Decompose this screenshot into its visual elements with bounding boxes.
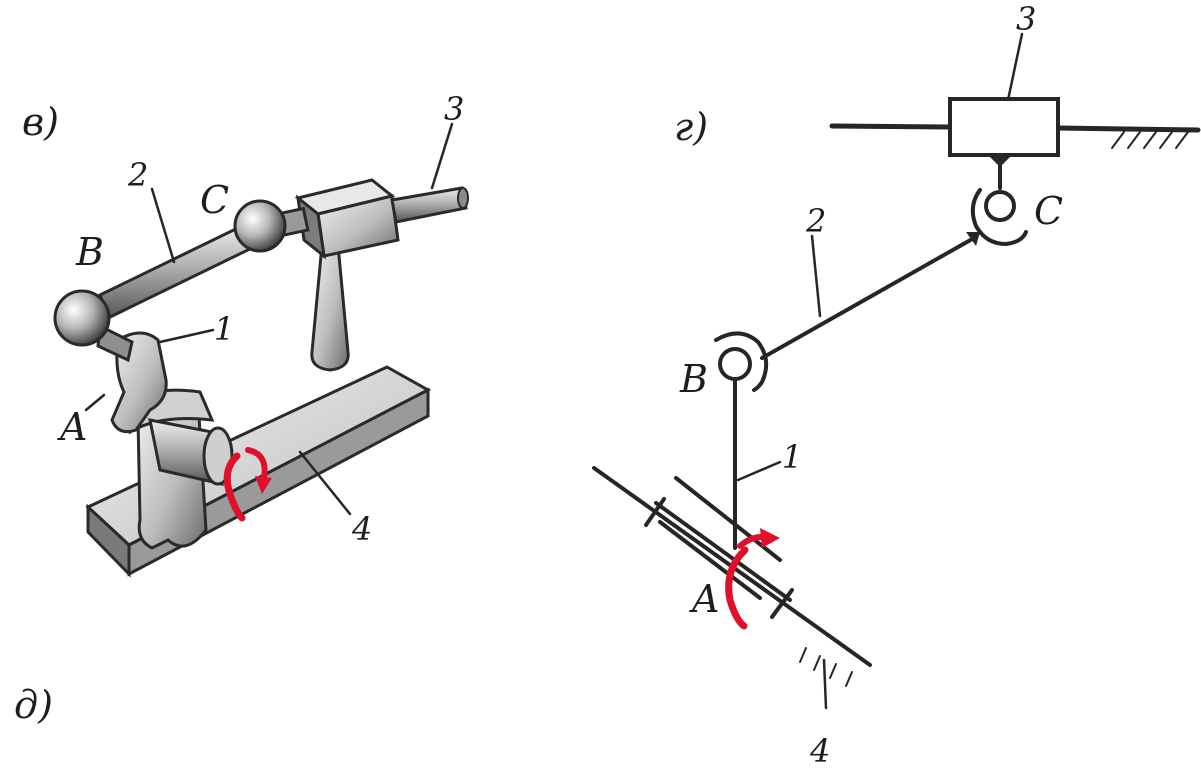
label-a: A xyxy=(689,577,719,621)
slider-guide-line xyxy=(829,123,1201,133)
panel-tag-v: в) xyxy=(22,100,59,144)
connecting-rod xyxy=(98,221,258,321)
right-leader-lines xyxy=(736,32,1024,710)
slider-block-icon xyxy=(948,97,1060,167)
link-2 xyxy=(760,236,976,360)
guide-column xyxy=(310,243,350,372)
label-1: 1 xyxy=(214,310,234,348)
left-panel: в) B C A 2 3 1 4 xyxy=(22,90,469,578)
label-3: 3 xyxy=(444,90,464,128)
slider-rod xyxy=(390,186,469,224)
panel-tag-d: д) xyxy=(14,683,53,727)
label-3: 3 xyxy=(1016,0,1036,38)
rotation-arrow-icon xyxy=(725,528,780,630)
panel-tag-g: г) xyxy=(674,105,708,149)
left-leader-lines xyxy=(84,122,454,516)
ground-hatch-icon xyxy=(1111,131,1189,149)
label-b: B xyxy=(75,230,104,274)
label-2: 2 xyxy=(127,156,148,194)
label-b: B xyxy=(679,357,708,401)
joint-c-pin xyxy=(966,232,980,246)
rotation-arrow-icon xyxy=(223,447,272,522)
ball-joint-c xyxy=(233,199,310,253)
joint-b xyxy=(714,331,769,392)
label-a: A xyxy=(57,405,87,449)
label-c: C xyxy=(1034,189,1063,233)
label-c: C xyxy=(200,178,229,222)
crank xyxy=(96,323,168,434)
ball-joint-b xyxy=(53,289,111,347)
right-panel: г) 3 C 2 B 1 A 4 xyxy=(592,0,1201,770)
revolute-joint-icon xyxy=(970,158,1028,246)
ground-hatch-icon xyxy=(799,647,853,687)
label-4: 4 xyxy=(351,510,372,548)
label-2: 2 xyxy=(805,202,826,240)
slider-guide-housing xyxy=(294,178,400,260)
label-1: 1 xyxy=(782,438,802,476)
label-4: 4 xyxy=(809,732,830,770)
